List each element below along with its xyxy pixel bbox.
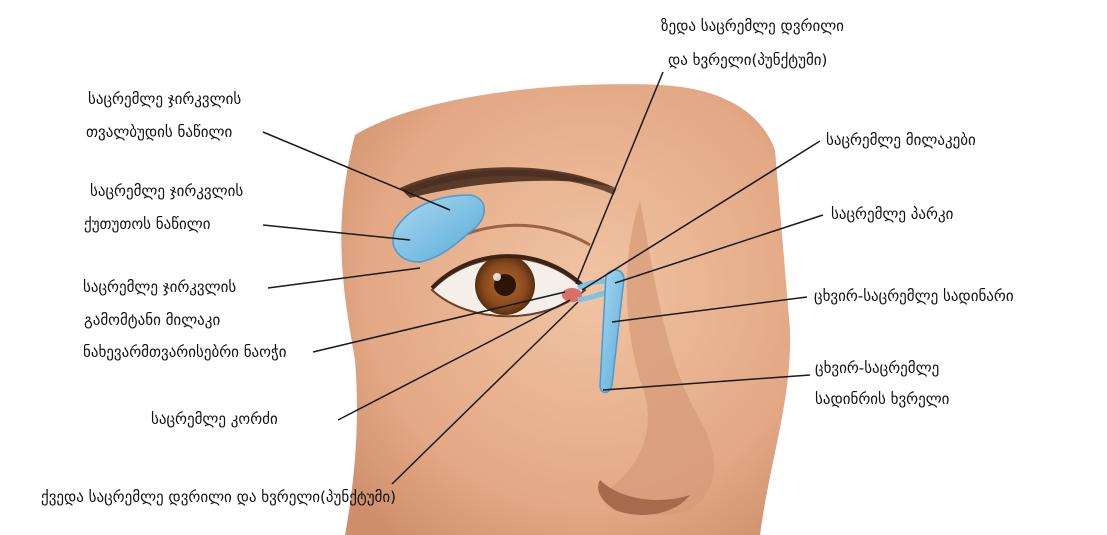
label-lower-punctum: ქვედა საცრემლე დვრილი და ხვრელი(პუნქტუმი… (41, 488, 396, 506)
leader-gland-palpebral (263, 225, 410, 240)
leader-gland-ducts (268, 268, 420, 288)
label-duct-opening-1: ცხვირ-საცრემლე (815, 359, 939, 377)
label-upper-punctum-2: და ხვრელი(პუნქტუმი) (668, 51, 827, 69)
label-gland-ducts-1: საცრემლე ჯირკვლის (83, 278, 236, 296)
leader-duct-opening (603, 375, 810, 390)
leader-lower-punctum (392, 302, 578, 484)
label-semilunar-fold: ნახევარმთვარისებრი ნაოჭი (83, 343, 287, 361)
label-gland-orbital-1: საცრემლე ჯირკვლის (88, 90, 241, 108)
label-canaliculi: საცრემლე მილაკები (826, 131, 976, 149)
label-gland-palpebral-2: ქუთუთოს ნაწილი (84, 215, 211, 233)
leader-upper-punctum (576, 72, 663, 284)
label-upper-punctum-1: ზედა საცრემლე დვრილი (661, 17, 844, 35)
label-gland-ducts-2: გამომტანი მილაკი (84, 311, 220, 329)
label-caruncle: საცრემლე კორძი (151, 410, 278, 428)
label-gland-orbital-2: თვალბუდის ნაწილი (86, 123, 232, 141)
leader-canaliculi (582, 141, 820, 290)
label-duct-opening-2: სადინრის ხვრელი (815, 390, 949, 408)
label-nasolacrimal-duct: ცხვირ-საცრემლე სადინარი (814, 287, 1014, 305)
label-sac: საცრემლე პარკი (831, 205, 953, 223)
label-gland-palpebral-1: საცრემლე ჯირკვლის (90, 182, 243, 200)
leader-gland-orbital (263, 132, 450, 210)
leader-nasolacrimal-duct (612, 297, 807, 322)
